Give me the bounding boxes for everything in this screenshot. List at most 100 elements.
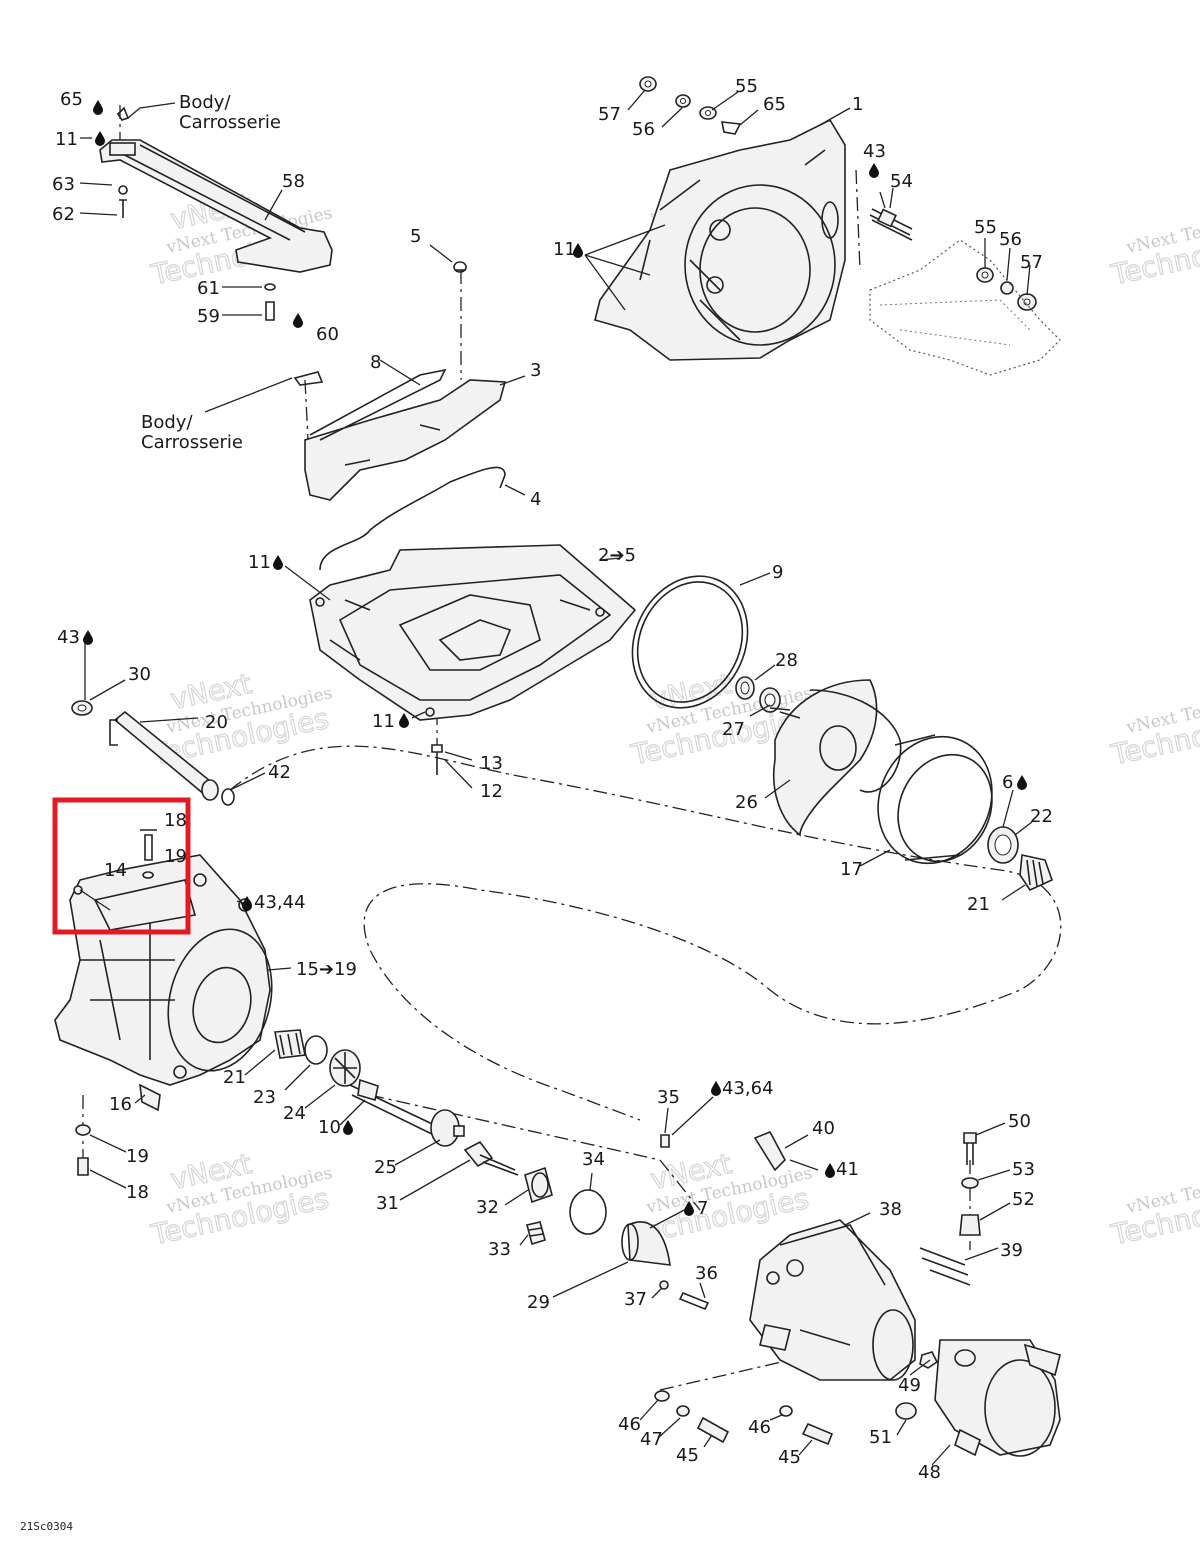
callout-label: 6 [1002,772,1013,793]
drop-icon [825,1163,835,1178]
venturi-38 [749,1219,916,1381]
cap-32-33 [524,1166,553,1246]
callout-label: 40 [812,1118,835,1139]
callout-label: 30 [128,664,151,685]
impeller-26 [769,679,902,837]
nozzle-48 [934,1339,1061,1457]
callout-label: 59 [197,306,220,327]
body-label-top-line1: Body/ [179,92,231,113]
drop-icon [83,630,93,645]
drop-icon [343,1120,353,1135]
callout-label: 43,44 [254,892,306,913]
callout-label: 49 [898,1375,921,1396]
wire-4 [319,466,506,571]
callout-label: 33 [488,1239,511,1260]
callout-label: 45 [778,1447,801,1468]
callout-label: 10 [318,1117,341,1138]
callout-label: 19 [126,1146,149,1167]
callout-label: 48 [918,1462,941,1483]
callout-label: 46 [748,1417,771,1438]
bracket-58 [99,106,333,273]
drop-icon [293,313,303,328]
stud-54 [869,208,913,241]
bolts-16-19-18 [75,1124,91,1176]
drop-icon [711,1081,721,1096]
callout-label: 22 [1030,806,1053,827]
nuts-49-51 [895,1351,939,1420]
callout-label: 20 [205,712,228,733]
drop-icon [1017,775,1027,790]
callout-label: 63 [52,174,75,195]
callout-label: 27 [722,719,745,740]
ride-plate-housing-1 [594,118,846,361]
fitting-40 [753,1130,786,1172]
wear-ring-9 [631,575,749,709]
callout-label: 34 [582,1149,605,1170]
callout-label: 5 [410,226,421,247]
callout-numbers: 65 11 63 62 58 61 59 60 5 8 3 4 57 55 65… [52,76,1053,1483]
callout-label: 46 [618,1414,641,1435]
oring-34-cone-29 [569,1189,671,1266]
shaft-31 [463,1140,519,1176]
bolt-61-59 [264,283,276,321]
callout-label: 51 [869,1427,892,1448]
callout-label: 45 [676,1445,699,1466]
callout-label: 14 [104,860,127,881]
callout-label: 21 [967,894,990,915]
callout-label: 41 [836,1159,859,1180]
callout-label: 12 [480,781,503,802]
callout-label: 56 [999,229,1022,250]
callout-label: 52 [1012,1189,1035,1210]
highlight-box [52,797,191,935]
callout-label: 16 [109,1094,132,1115]
washers-55-56-57 [639,76,1037,311]
impeller-shaft-25 [349,1078,465,1147]
callout-label: 18 [126,1182,149,1203]
callout-label: 7 [697,1198,708,1219]
callout-label: 8 [370,352,381,373]
hull-fragment [869,239,1061,376]
callout-label: 58 [282,171,305,192]
callout-label: 53 [1012,1159,1035,1180]
callout-label: 36 [695,1263,718,1284]
callout-label: 32 [476,1197,499,1218]
callout-label: 47 [640,1429,663,1450]
callout-label: 9 [772,562,783,583]
callout-label: 24 [283,1103,306,1124]
callout-label: 55 [735,76,758,97]
intake-plate-2 [309,544,637,775]
drop-icon [399,713,409,728]
seal-22-bearing-21 [987,826,1053,892]
callout-label: 54 [890,171,913,192]
callout-label: 57 [1020,252,1043,273]
callout-label: 35 [657,1087,680,1108]
leader-lines [79,89,1033,1466]
body-label-top-line2: Carrosserie [179,112,281,133]
pump-housing-15 [54,829,273,1112]
callout-label: 43 [863,141,886,162]
callout-label: 23 [253,1087,276,1108]
callout-label: 56 [632,119,655,140]
callout-label: 43,64 [722,1078,774,1099]
callout-label: 18 [164,810,187,831]
body-labels: Body/ Carrosserie Body/ Carrosserie [127,92,281,453]
callout-label: 65 [763,94,786,115]
callout-label: 55 [974,217,997,238]
callout-label: 4 [530,489,541,510]
drop-icon [242,896,252,911]
callout-label: 42 [268,762,291,783]
bolt-50-53-52-39 [919,1132,981,1286]
drop-icon [95,131,105,146]
callout-label: 11 [248,552,271,573]
callout-label: 50 [1008,1111,1031,1132]
callout-label: 31 [376,1193,399,1214]
callout-label: 39 [1000,1240,1023,1261]
drop-icon [93,100,103,115]
callout-label: 37 [624,1289,647,1310]
bolt-35-37 [659,1134,710,1311]
panel-3-8 [293,261,507,501]
drop-icon [273,555,283,570]
drop-icon [869,163,879,178]
